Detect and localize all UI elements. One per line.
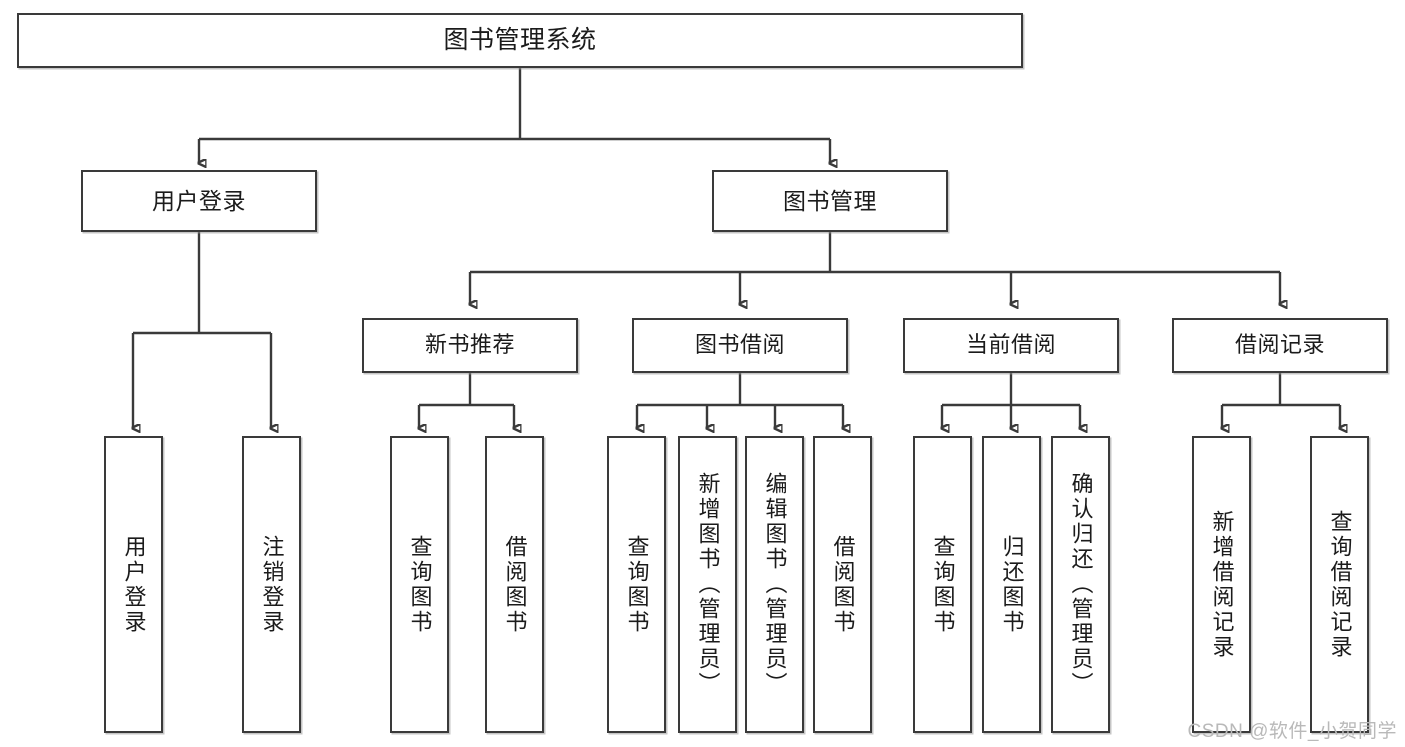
node-label: 借阅图书 — [502, 534, 528, 635]
leaf-borrow-borrow-book[interactable]: 借阅图书 — [813, 436, 872, 733]
node-label: 图书管理系统 — [443, 26, 597, 55]
node-label: 查询图书 — [407, 534, 433, 635]
node-user-login[interactable]: 用户登录 — [81, 170, 317, 232]
leaf-logout[interactable]: 注销登录 — [242, 436, 301, 733]
node-label: 确认归还（管理员） — [1068, 472, 1094, 697]
node-label: 图书管理 — [783, 187, 877, 214]
leaf-current-confirm-return[interactable]: 确认归还（管理员） — [1051, 436, 1110, 733]
node-borrow-record[interactable]: 借阅记录 — [1172, 318, 1388, 373]
leaf-current-return-book[interactable]: 归还图书 — [982, 436, 1041, 733]
leaf-record-add-record[interactable]: 新增借阅记录 — [1192, 436, 1251, 733]
watermark: CSDN @软件_小贺同学 — [1187, 721, 1397, 742]
leaf-borrow-edit-book[interactable]: 编辑图书（管理员） — [745, 436, 804, 733]
leaf-record-query-record[interactable]: 查询借阅记录 — [1310, 436, 1369, 733]
node-label: 当前借阅 — [965, 332, 1056, 358]
node-label: 新增图书（管理员） — [695, 472, 721, 697]
node-label: 归还图书 — [999, 534, 1025, 635]
leaf-newbook-borrow-book[interactable]: 借阅图书 — [485, 436, 544, 733]
node-book-management[interactable]: 图书管理 — [712, 170, 948, 232]
leaf-user-login[interactable]: 用户登录 — [104, 436, 163, 733]
node-book-borrow[interactable]: 图书借阅 — [632, 318, 848, 373]
node-label: 图书借阅 — [694, 332, 785, 358]
node-label: 新书推荐 — [424, 332, 515, 358]
leaf-borrow-query-book[interactable]: 查询图书 — [607, 436, 666, 733]
node-label: 借阅图书 — [830, 534, 856, 635]
node-root-system[interactable]: 图书管理系统 — [17, 13, 1023, 68]
node-label: 编辑图书（管理员） — [762, 472, 788, 697]
node-current-borrow[interactable]: 当前借阅 — [903, 318, 1119, 373]
leaf-borrow-add-book[interactable]: 新增图书（管理员） — [678, 436, 737, 733]
node-label: 查询借阅记录 — [1327, 509, 1353, 660]
node-label: 查询图书 — [930, 534, 956, 635]
node-new-book-recommend[interactable]: 新书推荐 — [362, 318, 578, 373]
node-label: 注销登录 — [259, 534, 285, 635]
node-label: 新增借阅记录 — [1209, 509, 1235, 660]
node-label: 用户登录 — [121, 534, 147, 635]
node-label: 借阅记录 — [1234, 332, 1325, 358]
leaf-newbook-query-book[interactable]: 查询图书 — [390, 436, 449, 733]
node-label: 查询图书 — [624, 534, 650, 635]
node-label: 用户登录 — [152, 187, 246, 214]
leaf-current-query-book[interactable]: 查询图书 — [913, 436, 972, 733]
